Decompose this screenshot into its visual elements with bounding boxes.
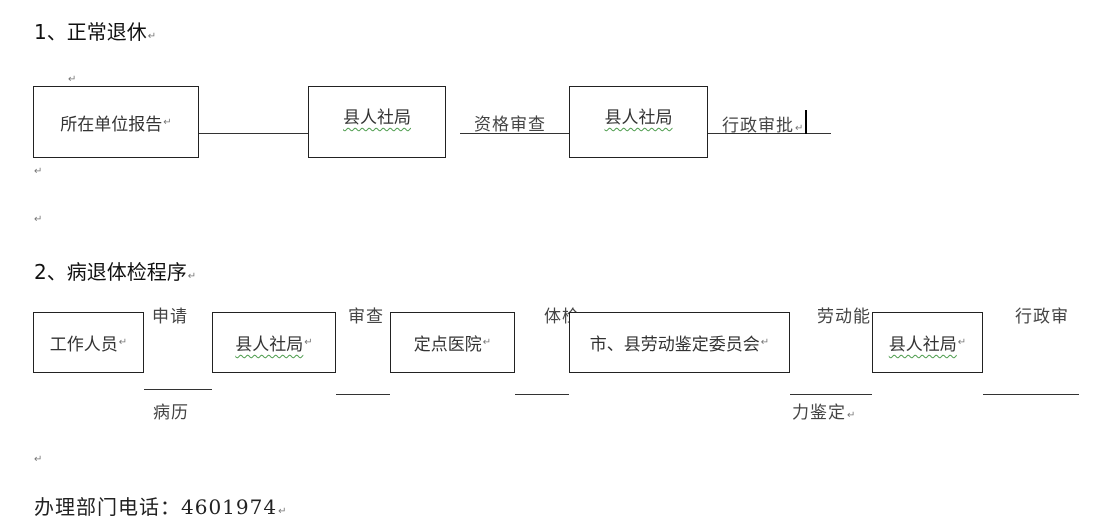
paragraph-mark-icon: ↵ xyxy=(187,271,197,282)
text-cursor xyxy=(805,110,807,134)
connector-line xyxy=(790,394,872,395)
label-qualification-review: 资格审查 xyxy=(474,115,546,135)
paragraph-mark-icon: ↵ xyxy=(795,123,805,134)
paragraph-mark-icon: ↵ xyxy=(34,214,43,225)
paragraph-mark-icon: ↵ xyxy=(847,410,857,421)
box-designated-hospital: 定点医院↵ xyxy=(390,312,515,373)
box-county-hrss-3: 县人社局↵ xyxy=(212,312,336,373)
connector-line xyxy=(460,133,569,134)
connector-line xyxy=(983,394,1079,395)
section-1-heading: 1、正常退休↵ xyxy=(34,20,157,44)
connector-line xyxy=(336,394,390,395)
box-county-hrss-4: 县人社局↵ xyxy=(872,312,983,373)
connector-line xyxy=(199,133,308,134)
label-review: 审查 xyxy=(348,307,384,327)
contact-phone-line: 办理部门电话：4601974↵ xyxy=(34,495,288,519)
connector-line xyxy=(708,133,831,134)
label-admin-review: 行政审 xyxy=(1015,307,1069,327)
label-medical-history: 病历 xyxy=(153,403,189,423)
paragraph-mark-icon: ↵ xyxy=(68,74,77,85)
label-labor-ability-top: 劳动能 xyxy=(817,307,871,327)
box-unit-report: 所在单位报告↵ xyxy=(33,86,199,158)
paragraph-mark-icon: ↵ xyxy=(163,116,172,128)
label-admin-approval: 行政审批↵ xyxy=(722,116,805,136)
box-county-hrss-2: 县人社局 xyxy=(569,86,708,158)
connector-line xyxy=(515,394,569,395)
paragraph-mark-icon: ↵ xyxy=(147,31,157,42)
label-labor-ability-bottom: 力鉴定↵ xyxy=(792,403,857,423)
paragraph-mark-icon: ↵ xyxy=(34,166,43,177)
section-2-heading: 2、病退体检程序↵ xyxy=(34,260,197,284)
box-staff: 工作人员↵ xyxy=(33,312,144,373)
connector-line xyxy=(144,389,212,390)
phone-number: 4601974 xyxy=(181,495,278,519)
box-county-hrss-1: 县人社局 xyxy=(308,86,446,158)
paragraph-mark-icon: ↵ xyxy=(34,454,43,465)
paragraph-mark-icon: ↵ xyxy=(482,337,492,348)
paragraph-mark-icon: ↵ xyxy=(957,337,967,348)
paragraph-mark-icon: ↵ xyxy=(278,506,288,517)
box-labor-appraisal-committee: 市、县劳动鉴定委员会↵ xyxy=(569,312,790,373)
label-apply: 申请 xyxy=(152,307,188,327)
paragraph-mark-icon: ↵ xyxy=(118,337,128,348)
paragraph-mark-icon: ↵ xyxy=(760,337,770,348)
paragraph-mark-icon: ↵ xyxy=(304,337,313,348)
